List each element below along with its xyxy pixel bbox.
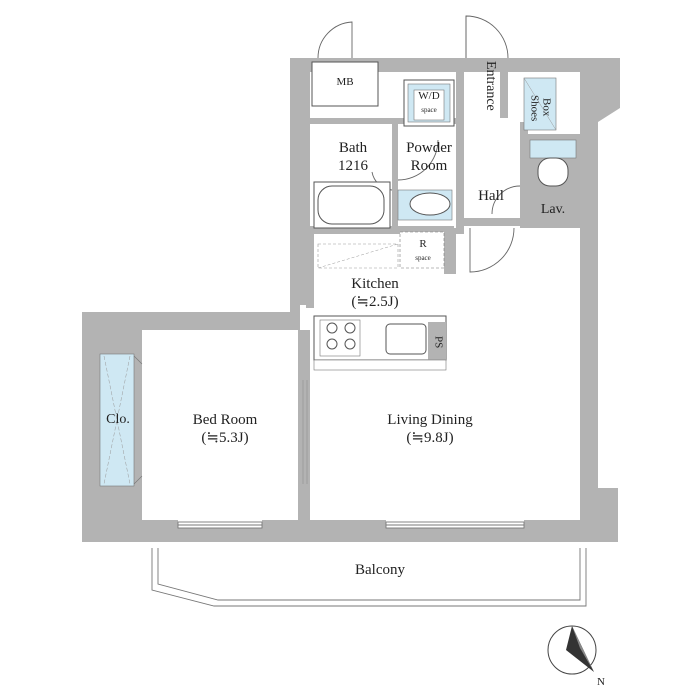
- bath-label: Bath: [338, 140, 368, 156]
- mb-label: MB: [336, 76, 354, 88]
- balcony: [151, 521, 587, 607]
- shoes-box-label-1: Shoes: [528, 94, 541, 122]
- ps-label: PS: [432, 335, 445, 349]
- r-label: R: [419, 238, 427, 250]
- wd-label: W/D: [418, 90, 440, 102]
- balcony-label: Balcony: [355, 562, 405, 578]
- wd-space-label: space: [421, 106, 437, 114]
- powder-room-label: Powder: [406, 140, 452, 156]
- mb-box: [311, 61, 379, 107]
- hall-label: Hall: [478, 188, 504, 204]
- bed-room-label: Bed Room: [192, 412, 258, 428]
- living-dining-label: Living Dining: [387, 412, 473, 428]
- shoes-box-label-2: Box: [540, 97, 553, 117]
- compass: [547, 625, 597, 675]
- bed-room-size-label: (≒5.3J): [201, 430, 249, 446]
- kitchen-label: Kitchen: [351, 276, 399, 292]
- r-space-label: space: [415, 254, 431, 262]
- kitchen-size-label: (≒2.5J): [351, 294, 399, 310]
- fixtures: [99, 77, 577, 487]
- bath-size-label: 1216: [338, 158, 368, 174]
- entrance-label: Entrance: [483, 61, 499, 111]
- compass-north-label: N: [597, 676, 605, 688]
- closet-label: Clo.: [106, 412, 130, 427]
- powder-room-label-2: Room: [410, 158, 448, 174]
- lav-label: Lav.: [540, 202, 566, 217]
- walls: [82, 58, 620, 542]
- living-dining-size-label: (≒9.8J): [406, 430, 454, 446]
